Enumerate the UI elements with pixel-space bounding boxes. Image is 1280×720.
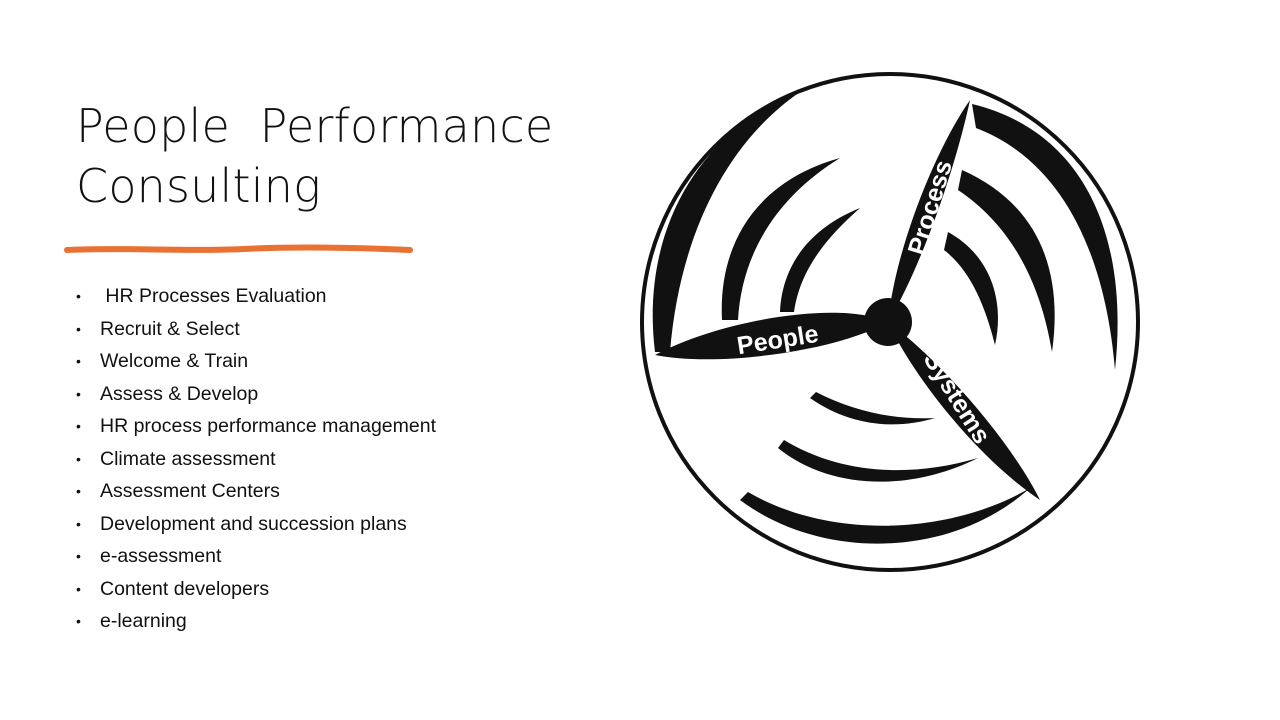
bullet-dot: • <box>76 288 81 305</box>
list-item: • Content developers <box>76 573 436 606</box>
label-systems: Systems <box>918 347 996 449</box>
list-item-text: Development and succession plans <box>100 512 407 535</box>
bullet-dot: • <box>76 418 81 435</box>
list-item-text: e-learning <box>100 610 187 633</box>
title-line-1: People Performance <box>76 99 554 153</box>
turbine-hub <box>864 298 912 346</box>
list-item-text: Welcome & Train <box>100 350 249 373</box>
bullet-dot: • <box>76 515 81 532</box>
turbine-diagram: People Process Systems <box>640 72 1140 572</box>
bullet-dot: • <box>76 450 81 467</box>
title-underline <box>64 244 413 253</box>
blade-people <box>655 312 888 360</box>
list-item: • Development and succession plans <box>76 508 436 541</box>
list-item-text: Assessment Centers <box>100 480 280 503</box>
list-item-text: Climate assessment <box>100 447 276 470</box>
turbine-blades <box>655 100 1040 500</box>
list-item: • HR process performance management <box>76 410 436 443</box>
blade-systems <box>888 322 1040 500</box>
list-item-text: HR Processes Evaluation <box>100 285 327 308</box>
bullet-dot: • <box>76 580 81 597</box>
list-item: • HR Processes Evaluation <box>76 280 436 313</box>
bullet-list: • HR Processes Evaluation • Recruit & Sel… <box>76 280 436 638</box>
slide-title: People Performance Consulting <box>76 96 596 216</box>
bullet-dot: • <box>76 613 81 630</box>
list-item: • Climate assessment <box>76 443 436 476</box>
list-item: • Recruit & Select <box>76 313 436 346</box>
list-item-text: e-assessment <box>100 545 222 568</box>
outer-ring <box>640 72 1140 572</box>
bullet-dot: • <box>76 385 81 402</box>
list-item: • Assess & Develop <box>76 378 436 411</box>
list-item: • Welcome & Train <box>76 345 436 378</box>
list-item-text: Assess & Develop <box>100 382 259 405</box>
list-item-text: Recruit & Select <box>100 317 240 340</box>
list-item-text: HR process performance management <box>100 415 436 438</box>
bullet-dot: • <box>76 483 81 500</box>
blade-process <box>888 100 970 322</box>
list-item: • e-assessment <box>76 540 436 573</box>
list-item: • e-learning <box>76 605 436 638</box>
list-item: • Assessment Centers <box>76 475 436 508</box>
list-item-text: Content developers <box>100 577 270 600</box>
bullet-dot: • <box>76 548 81 565</box>
bullet-dot: • <box>76 353 81 370</box>
bullet-dot: • <box>76 320 81 337</box>
swirl-arcs <box>652 92 1118 544</box>
title-line-2: Consulting <box>76 159 321 213</box>
